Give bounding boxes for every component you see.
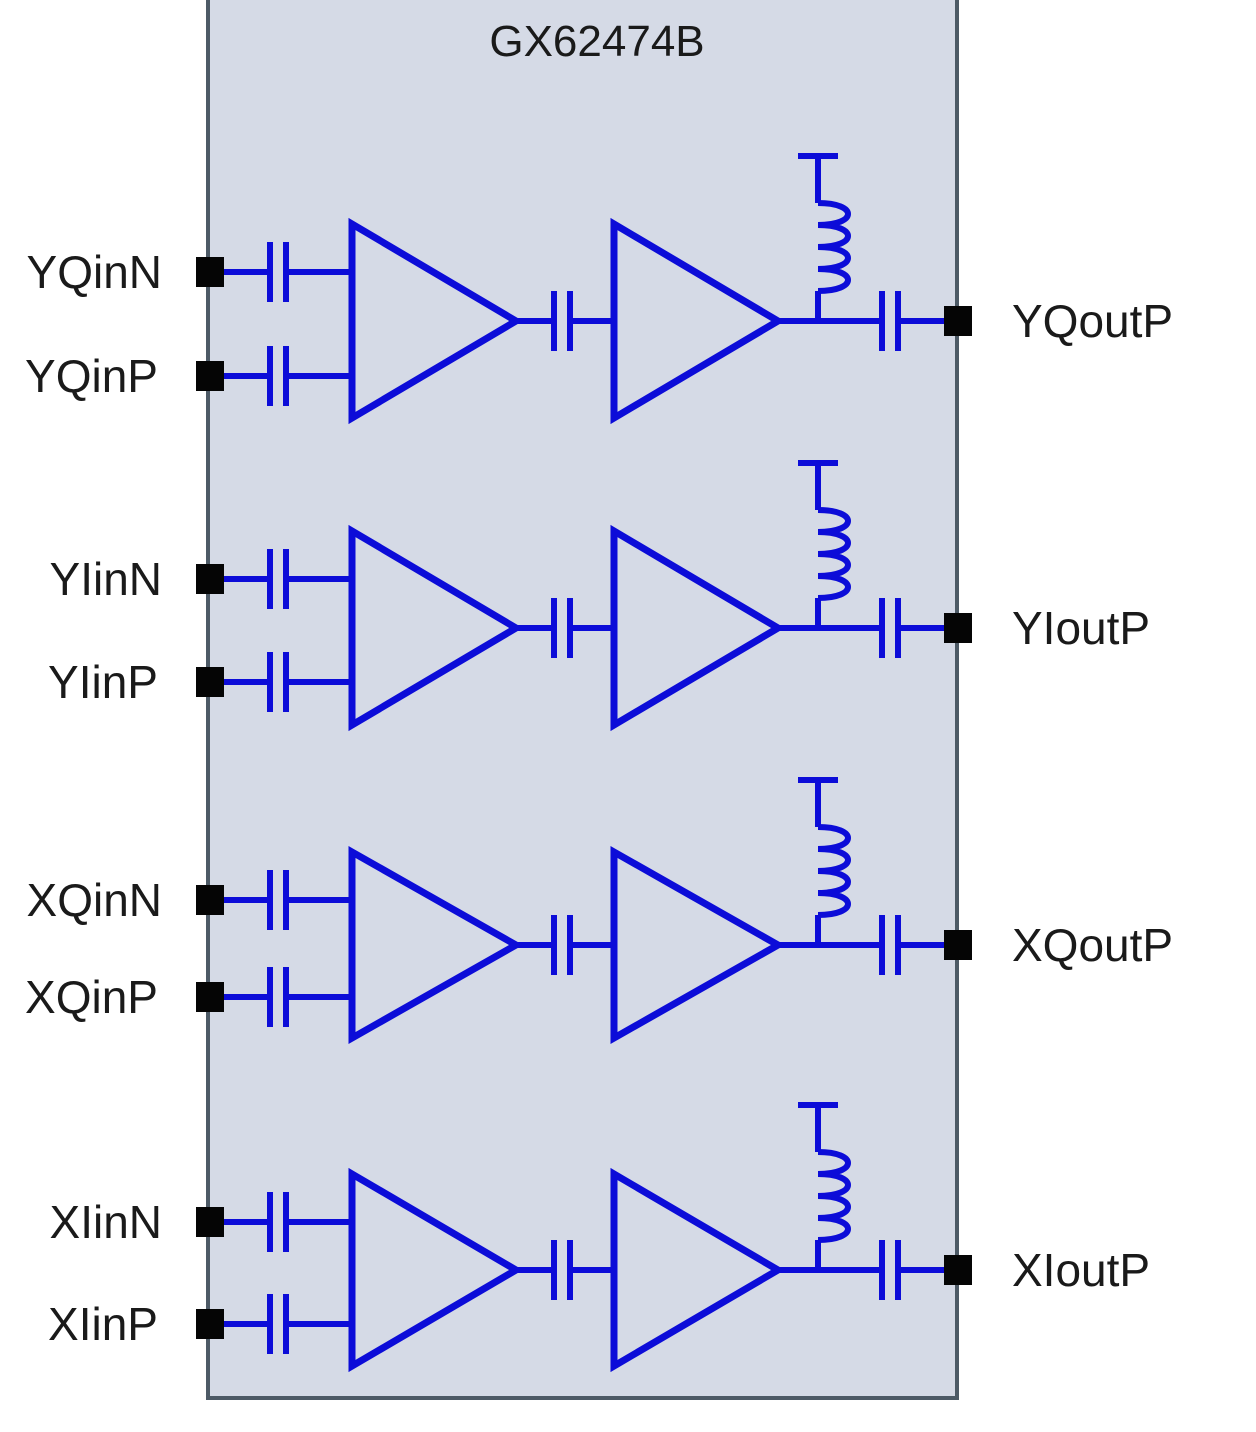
input-pin-n[interactable] [196, 257, 224, 287]
input-pin-p[interactable] [196, 1309, 224, 1339]
input-pin-n[interactable] [196, 885, 224, 915]
output-pin[interactable] [944, 1255, 972, 1285]
amplifier-stage-2 [610, 524, 785, 732]
input-label-p: YIinP [48, 656, 158, 708]
channel-xq: XQinN XQinP XQoutP [25, 777, 1173, 1045]
output-label: YIoutP [1012, 602, 1150, 654]
channels: YQinNYQinPYQoutPYIinNYIinPYIoutPXQinNXQi… [25, 153, 1173, 1373]
input-label-p: XIinP [48, 1298, 158, 1350]
output-pin[interactable] [944, 613, 972, 643]
bias-inductor [817, 824, 851, 918]
output-label: XIoutP [1012, 1244, 1150, 1296]
input-label-n: XIinN [50, 1196, 162, 1248]
input-label-p: YQinP [25, 350, 158, 402]
input-label-p: XQinP [25, 971, 158, 1023]
input-label-n: XQinN [27, 874, 162, 926]
amplifier-stage-2 [610, 217, 785, 425]
amplifier-stage-2 [610, 845, 786, 1045]
input-pin-n[interactable] [196, 564, 224, 594]
amplifier-stage-1 [348, 1167, 523, 1373]
bias-inductor [817, 1149, 851, 1243]
amplifier-stage-1 [348, 217, 523, 425]
amplifier-stage-1 [348, 845, 524, 1045]
input-label-n: YIinN [50, 553, 162, 605]
channel-yi: YIinN YIinP YIoutP [48, 460, 1150, 732]
amplifier-stage-1 [348, 524, 523, 732]
output-pin[interactable] [944, 306, 972, 336]
output-pin[interactable] [944, 930, 972, 960]
chip-body [206, 0, 959, 1400]
input-pin-p[interactable] [196, 361, 224, 391]
channel-xi: XIinN XIinP XIoutP [48, 1102, 1150, 1373]
channel-yq: YQinN YQinP YQoutP [25, 153, 1173, 425]
output-label: YQoutP [1012, 295, 1173, 347]
input-pin-n[interactable] [196, 1207, 224, 1237]
bias-inductor [817, 200, 851, 294]
amplifier-stage-2 [610, 1167, 785, 1373]
input-pin-p[interactable] [196, 982, 224, 1012]
bias-inductor [817, 507, 851, 601]
input-pin-p[interactable] [196, 667, 224, 697]
output-label: XQoutP [1012, 919, 1173, 971]
chip-part-number: GX62474B [489, 17, 704, 66]
input-label-n: YQinN [27, 246, 162, 298]
